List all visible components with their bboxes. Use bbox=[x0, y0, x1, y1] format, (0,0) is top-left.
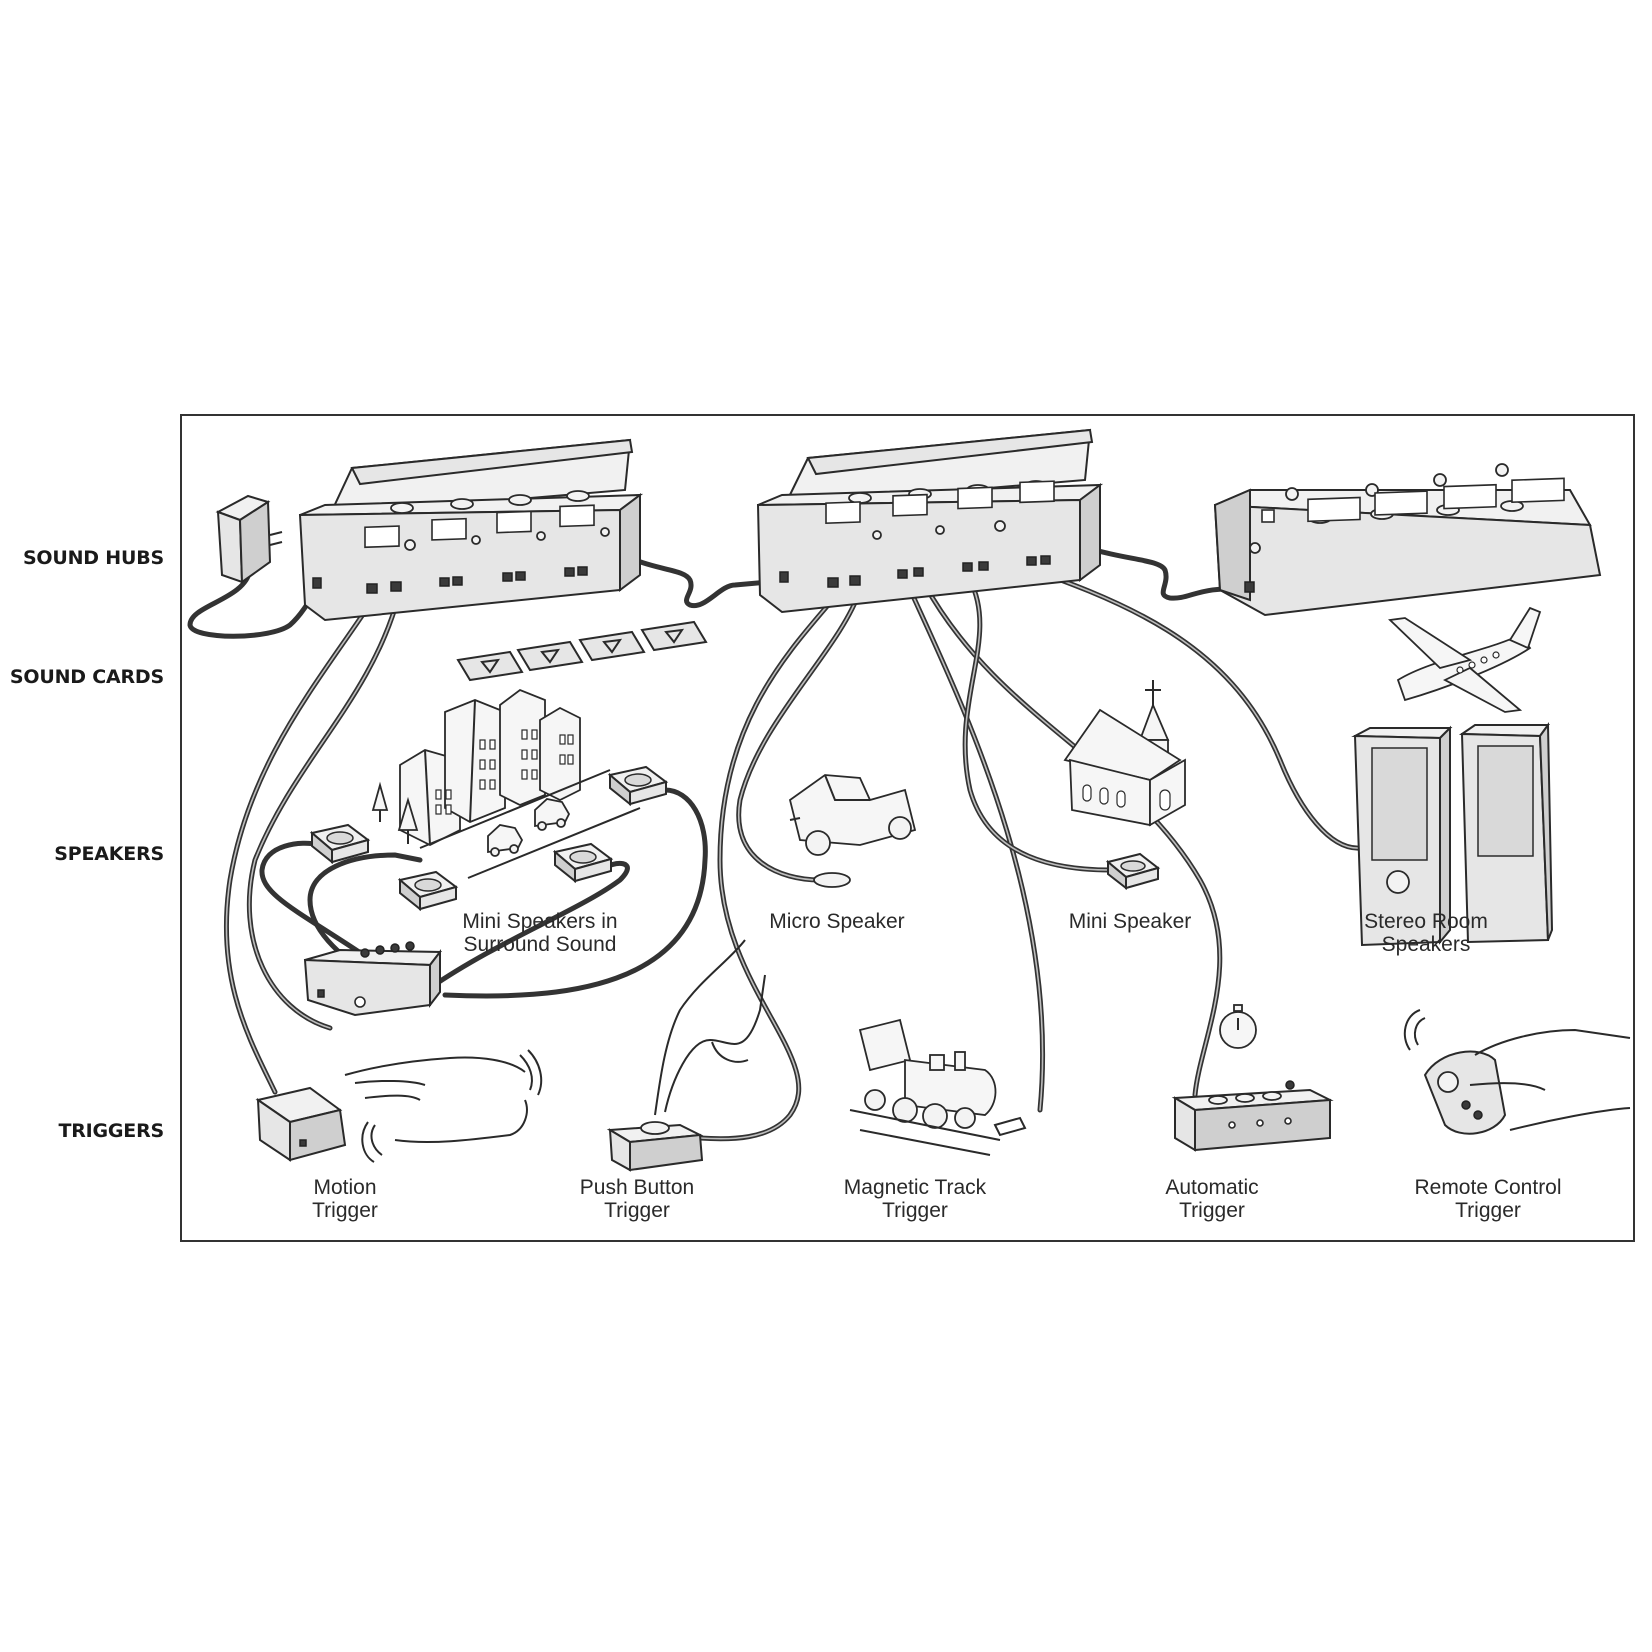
row-label-triggers: TRIGGERS bbox=[58, 1120, 164, 1142]
caption-surround-line1: Mini Speakers in bbox=[462, 910, 617, 933]
power-adapter-icon bbox=[215, 494, 283, 584]
caption-surround-line2: Surround Sound bbox=[464, 933, 617, 956]
caption-remote-line1: Remote Control bbox=[1414, 1176, 1561, 1199]
city-buildings-icon bbox=[399, 688, 641, 879]
hand-icon bbox=[1469, 1028, 1631, 1131]
stereo-speaker-icon bbox=[1351, 725, 1453, 947]
surround-speaker-3 bbox=[552, 842, 614, 884]
cable-surround-2 bbox=[259, 840, 413, 991]
airplane-icon bbox=[1388, 606, 1542, 713]
sound-hub-icon bbox=[756, 428, 1104, 614]
motion-trigger-box bbox=[255, 1086, 347, 1162]
remote-control-icon bbox=[1403, 1009, 1507, 1135]
sound-card-icon bbox=[578, 630, 646, 662]
stereo-speaker-icon bbox=[1458, 722, 1554, 944]
tree-icon bbox=[397, 796, 419, 844]
locomotive-icon bbox=[849, 1018, 1027, 1156]
hand-icon bbox=[344, 1049, 543, 1163]
sound-hub-icon bbox=[1213, 463, 1602, 617]
cable-hub1-hub2 bbox=[632, 557, 793, 609]
sound-cards bbox=[456, 620, 708, 682]
row-label-sound-hubs: SOUND HUBS bbox=[23, 547, 164, 569]
cable-hub2-hub3 bbox=[1092, 547, 1248, 601]
cable-mini-speaker bbox=[962, 577, 1113, 873]
sound-card-icon bbox=[516, 640, 584, 672]
church-icon bbox=[1063, 680, 1186, 827]
caption-automatic-line2: Trigger bbox=[1179, 1199, 1245, 1222]
caption-push-button-line2: Trigger bbox=[604, 1199, 670, 1222]
cable-surround-4 bbox=[442, 787, 708, 999]
sound-hub-icon bbox=[298, 438, 644, 622]
pickup-truck-icon bbox=[788, 774, 917, 856]
stopwatch-icon bbox=[1219, 1004, 1257, 1049]
caption-stereo-line1: Stereo Room bbox=[1364, 910, 1488, 933]
automatic-trigger-box bbox=[1171, 1080, 1334, 1152]
caption-motion-line1: Motion bbox=[313, 1176, 376, 1199]
caption-magnetic-line2: Trigger bbox=[882, 1199, 948, 1222]
sound-card-icon bbox=[456, 650, 524, 682]
surround-speaker-4 bbox=[607, 765, 669, 807]
cables bbox=[187, 547, 1363, 1142]
surround-speaker-2 bbox=[397, 870, 459, 912]
row-label-speakers: SPEAKERS bbox=[54, 843, 164, 865]
caption-remote-line2: Trigger bbox=[1455, 1199, 1521, 1222]
cable-automatic-trigger bbox=[922, 582, 1223, 1098]
car-icon bbox=[487, 824, 524, 857]
car-icon bbox=[534, 798, 571, 831]
row-label-sound-cards: SOUND CARDS bbox=[10, 666, 164, 688]
caption-stereo-line2: Speakers bbox=[1382, 933, 1471, 956]
cable-power-adapter bbox=[187, 567, 325, 639]
micro-speaker-icon bbox=[813, 872, 851, 888]
push-button-icon bbox=[606, 1121, 704, 1172]
caption-push-button-line1: Push Button bbox=[580, 1176, 694, 1199]
caption-mini-speaker: Mini Speaker bbox=[1069, 910, 1192, 933]
surround-speaker-1 bbox=[309, 823, 371, 865]
caption-motion-line2: Trigger bbox=[312, 1199, 378, 1222]
tree-icon bbox=[371, 781, 389, 822]
mixer-box-icon bbox=[303, 941, 443, 1017]
caption-magnetic-line1: Magnetic Track bbox=[844, 1176, 987, 1199]
hand-icon bbox=[654, 939, 766, 1116]
mini-speaker-icon bbox=[1105, 852, 1161, 891]
cable-surround-3 bbox=[427, 860, 630, 991]
diagram-frame bbox=[180, 414, 1635, 1242]
caption-micro-speaker: Micro Speaker bbox=[769, 910, 904, 933]
caption-automatic-line1: Automatic bbox=[1165, 1176, 1258, 1199]
sound-card-icon bbox=[640, 620, 708, 652]
